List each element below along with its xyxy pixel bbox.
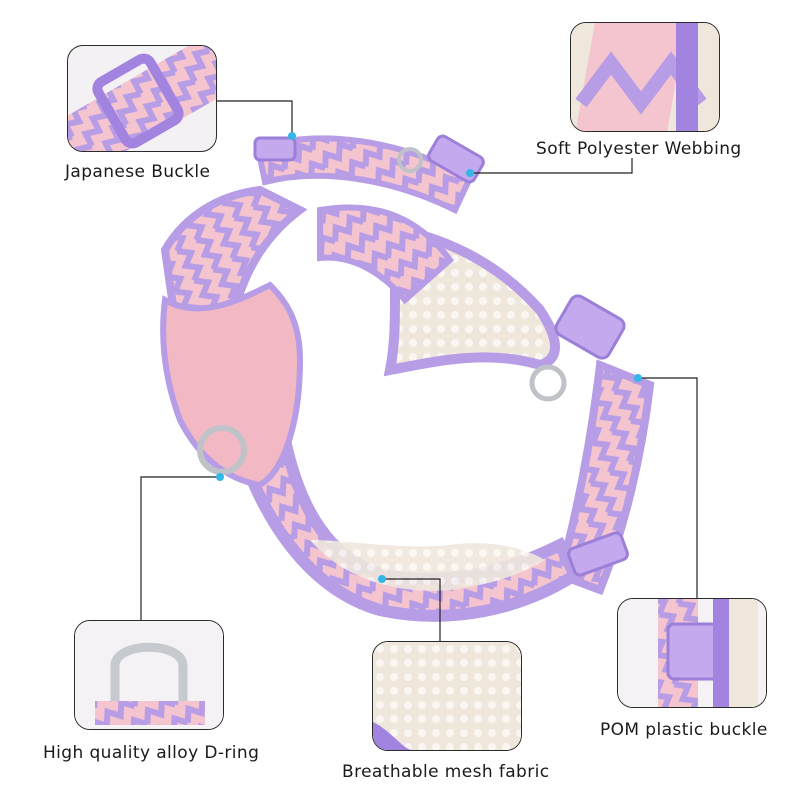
leader-japanese-buckle <box>215 100 293 136</box>
top-d-ring <box>397 147 423 173</box>
label-japanese-buckle: Japanese Buckle <box>65 162 211 182</box>
back-d-ring <box>529 364 567 402</box>
leader-plastic-buckle <box>638 377 698 598</box>
leader-mesh <box>382 578 441 641</box>
dot-mesh <box>378 575 386 583</box>
dot-webbing <box>466 169 474 177</box>
neck-strap <box>254 135 474 215</box>
front-d-ring <box>197 425 247 475</box>
inset-webbing <box>570 22 720 132</box>
left-strap <box>160 185 308 335</box>
lower-mesh <box>310 540 545 591</box>
dot-plastic-buckle <box>634 374 642 382</box>
dot-japanese-buckle <box>288 132 296 140</box>
pom-buckle <box>554 294 626 360</box>
label-d-ring: High quality alloy D-ring <box>43 743 260 763</box>
inset-mesh <box>372 641 522 751</box>
right-strap <box>555 359 655 596</box>
leader-d-ring <box>140 476 220 620</box>
inset-japanese-buckle <box>67 45 217 152</box>
leader-webbing <box>472 158 633 174</box>
dot-d-ring <box>216 473 224 481</box>
label-webbing: Soft Polyester Webbing <box>536 139 742 159</box>
belly-band <box>226 422 583 622</box>
label-plastic-buckle: POM plastic buckle <box>600 720 768 740</box>
lower-slider <box>567 531 629 577</box>
top-slider-right <box>427 134 485 184</box>
label-mesh: Breathable mesh fabric <box>342 762 550 782</box>
diagonal-strap <box>317 204 455 305</box>
leather-chest-plate <box>160 281 304 489</box>
japanese-buckle-slider <box>253 136 297 162</box>
inset-d-ring <box>74 620 224 730</box>
inset-pom-buckle <box>617 598 767 708</box>
back-mesh-panel <box>383 224 560 377</box>
